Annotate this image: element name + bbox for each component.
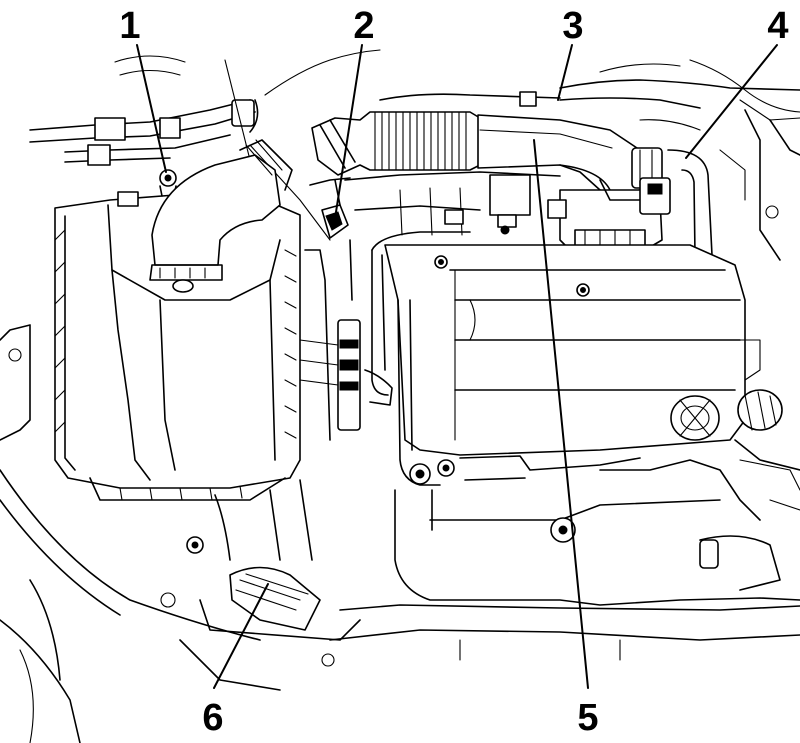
callout-2: 2 (353, 5, 374, 47)
corrugated-intake-hose (311, 111, 481, 176)
intake-pipe-vertical (364, 231, 471, 486)
callout-leaders (136, 44, 778, 689)
oil-filler-cap (670, 389, 800, 471)
callout-labels: 1 2 3 4 5 6 (119, 5, 788, 739)
air-cleaner-bolt (159, 169, 177, 197)
hose-clamp (309, 177, 351, 239)
callout-3: 3 (562, 5, 583, 47)
air-cleaner-housing (54, 191, 301, 501)
callout-1: 1 (119, 5, 140, 47)
callout-6: 6 (202, 697, 223, 739)
engine-block-lower (394, 459, 800, 606)
callout-4: 4 (767, 5, 788, 47)
top-right-harness (379, 59, 800, 261)
intake-manifold-sensors (344, 171, 567, 236)
air-intake-snorkel (214, 479, 321, 631)
top-wiring-harness (29, 49, 381, 241)
callout-5: 5 (577, 697, 598, 739)
rocker-cover (384, 244, 761, 456)
leader-6 (213, 583, 269, 689)
leader-4 (685, 44, 778, 159)
leader-1 (136, 44, 167, 173)
leader-3 (557, 44, 573, 101)
bottom-panel (329, 604, 800, 661)
front-panel (0, 324, 361, 743)
mid-components (299, 239, 361, 441)
manifold-bolts (409, 455, 641, 531)
leader-2 (335, 44, 363, 213)
air-cleaner-outlet-elbow (149, 139, 293, 293)
leader-5 (533, 139, 589, 689)
